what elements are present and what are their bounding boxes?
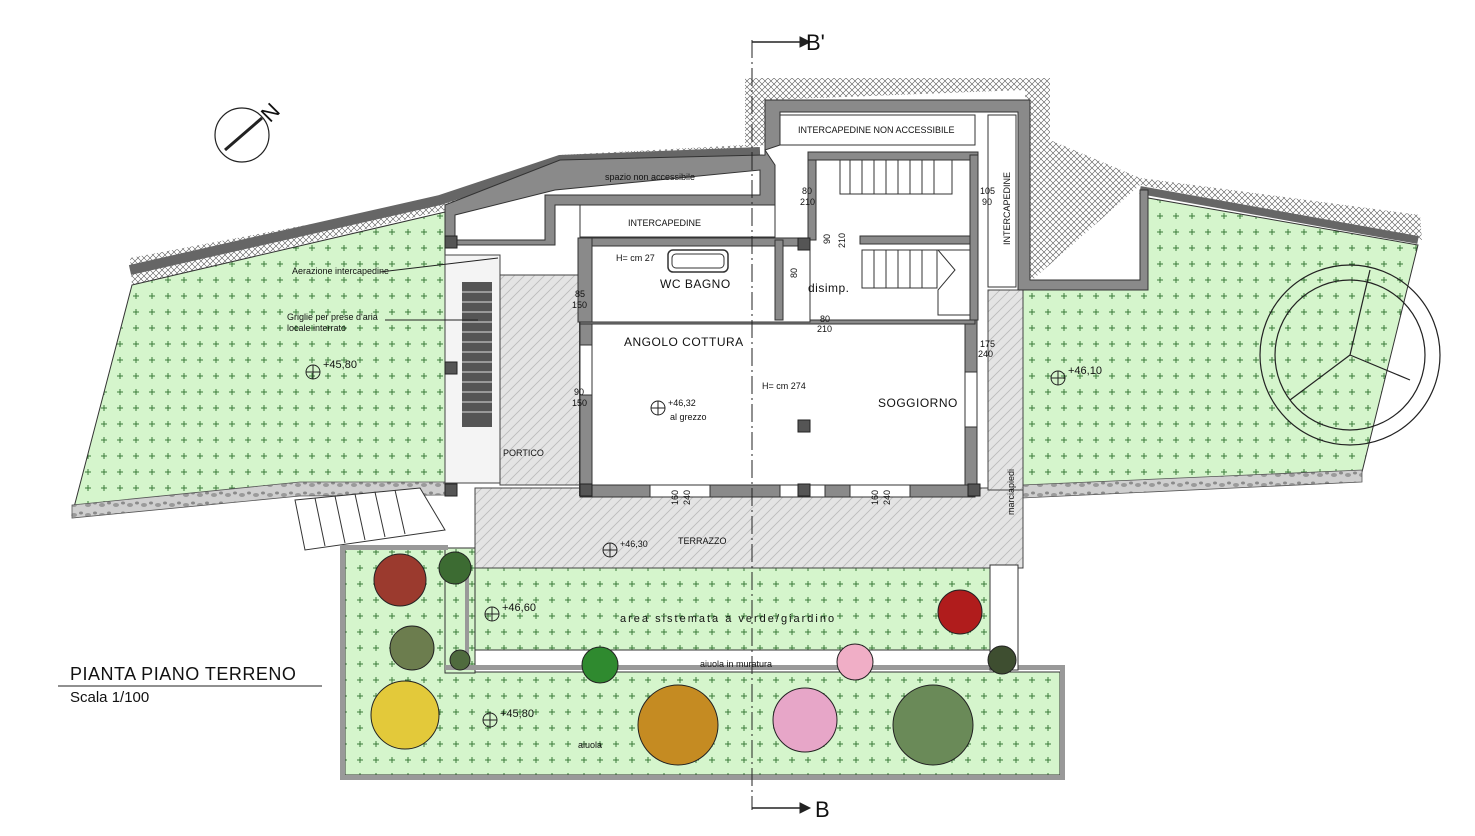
bathtub [667, 249, 729, 273]
label-angolo-cottura: ANGOLO COTTURA [624, 335, 744, 349]
note-griglie-1: Griglie per prese d'aria [287, 312, 378, 322]
svg-text:240: 240 [682, 490, 692, 505]
level-right-garden: +46,10 [1068, 365, 1102, 377]
svg-text:210: 210 [837, 233, 847, 248]
north-arrow-icon: N [214, 98, 285, 163]
section-label-top: B' [806, 30, 825, 55]
plan-title: PIANTA PIANO TERRENO [70, 664, 296, 684]
svg-text:240: 240 [882, 490, 892, 505]
svg-text:90: 90 [822, 234, 832, 244]
level-terrace: +46,30 [620, 539, 648, 549]
label-marciapiedi: marciapiedi [1006, 469, 1016, 515]
label-portico: PORTICO [503, 448, 544, 458]
marciapiedi-paving [987, 289, 1024, 491]
label-intercapedine: INTERCAPEDINE [628, 218, 701, 228]
portico-paving [499, 274, 581, 486]
svg-text:175: 175 [980, 339, 995, 349]
svg-text:150: 150 [572, 300, 587, 310]
note-griglie-2: locale interrato [287, 323, 346, 333]
note-h-bagno: H= cm 27 [616, 253, 655, 263]
svg-text:210: 210 [817, 324, 832, 334]
terrazzo-paving [474, 487, 1024, 569]
level-left-garden: +45,80 [323, 359, 357, 371]
north-label: N [256, 98, 285, 127]
label-aiuola: aiuola [578, 740, 602, 750]
entry-steps [294, 487, 446, 551]
plan-scale: Scala 1/100 [70, 689, 149, 706]
svg-text:240: 240 [978, 349, 993, 359]
note-aerazione: Aerazione intercapedine [292, 266, 389, 276]
label-area-verde: area sistemata a verde/giardino [620, 613, 836, 625]
label-intercapedine-vertical: INTERCAPEDINE [1002, 172, 1012, 245]
level-interior: +46,32 [668, 398, 696, 408]
label-aiuola-muratura: aiuola in muratura [700, 659, 772, 669]
level-garden-area: +46,60 [502, 602, 536, 614]
svg-text:160: 160 [870, 490, 880, 505]
label-soggiorno: SOGGIORNO [878, 396, 958, 410]
svg-text:80: 80 [789, 268, 799, 278]
shrubs [370, 551, 1017, 766]
compass-tree [1259, 264, 1441, 446]
label-spazio-non-accessibile: spazio non accessibile [605, 172, 695, 182]
lawn-garden-area [474, 567, 991, 651]
svg-text:90: 90 [574, 387, 584, 397]
svg-text:80: 80 [820, 314, 830, 324]
svg-text:85: 85 [575, 289, 585, 299]
lawn-left [71, 211, 446, 516]
svg-text:160: 160 [670, 490, 680, 505]
air-grille [462, 282, 492, 427]
section-label-bottom: B [815, 797, 830, 822]
stairs [839, 159, 971, 316]
note-al-grezzo: al grezzo [670, 412, 707, 422]
level-bottom-garden: +45,80 [500, 708, 534, 720]
label-disimp: disimp. [808, 281, 850, 295]
label-intercapedine-non-accessibile: INTERCAPEDINE NON ACCESSIBILE [798, 125, 955, 135]
level-markers [305, 364, 1066, 728]
building-walls [444, 99, 1149, 498]
label-wc-bagno: WC BAGNO [660, 277, 731, 291]
lawn-right [1021, 197, 1419, 491]
section-line [751, 36, 812, 814]
terrain-hatch [130, 78, 1422, 285]
svg-text:90: 90 [982, 197, 992, 207]
boundary-wall [128, 147, 761, 275]
svg-text:80: 80 [802, 186, 812, 196]
note-h-soggiorno: H= cm 274 [762, 381, 806, 391]
svg-text:150: 150 [572, 398, 587, 408]
svg-text:105: 105 [980, 186, 995, 196]
svg-text:210: 210 [800, 197, 815, 207]
label-terrazzo: TERRAZZO [678, 536, 727, 546]
dimensions: 80 210 105 90 90 210 80 85 150 80 210 17… [572, 186, 995, 505]
